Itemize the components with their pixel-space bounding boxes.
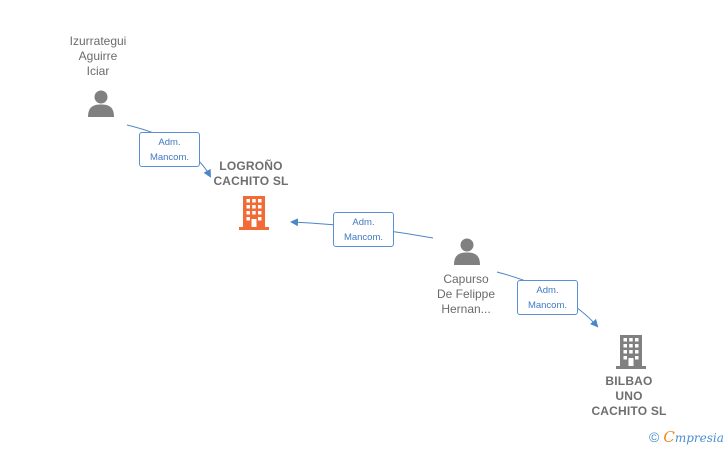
relation-role: Adm.	[352, 217, 375, 228]
brand-initial: C	[663, 428, 675, 446]
relation-type: Mancom.	[527, 300, 568, 311]
person-icon[interactable]	[87, 89, 115, 122]
person-icon[interactable]	[453, 237, 481, 270]
relation-badge[interactable]: Adm. Mancom.	[333, 212, 394, 247]
copyright-symbol: ©	[649, 429, 660, 445]
relation-badge[interactable]: Adm. Mancom.	[139, 132, 200, 167]
relation-badge[interactable]: Adm. Mancom.	[517, 280, 578, 315]
brand-name: mpresia	[674, 431, 724, 445]
person-name-izurrategui[interactable]: Izurrategui Aguirre Iciar	[69, 34, 127, 78]
person-name-capurso[interactable]: Capurso De Felippe Hernan...	[436, 272, 496, 316]
building-icon[interactable]	[238, 196, 270, 235]
company-name-bilbao[interactable]: BILBAO UNO CACHITO SL	[591, 374, 667, 418]
company-name-logrono[interactable]: LOGROÑO CACHITO SL	[213, 159, 289, 188]
relation-type: Mancom.	[343, 232, 384, 243]
relation-type: Mancom.	[149, 152, 190, 163]
empresia-logo: © Cmpresia	[649, 428, 724, 446]
building-icon[interactable]	[615, 335, 647, 374]
relation-role: Adm.	[536, 285, 559, 296]
relation-role: Adm.	[158, 137, 181, 148]
